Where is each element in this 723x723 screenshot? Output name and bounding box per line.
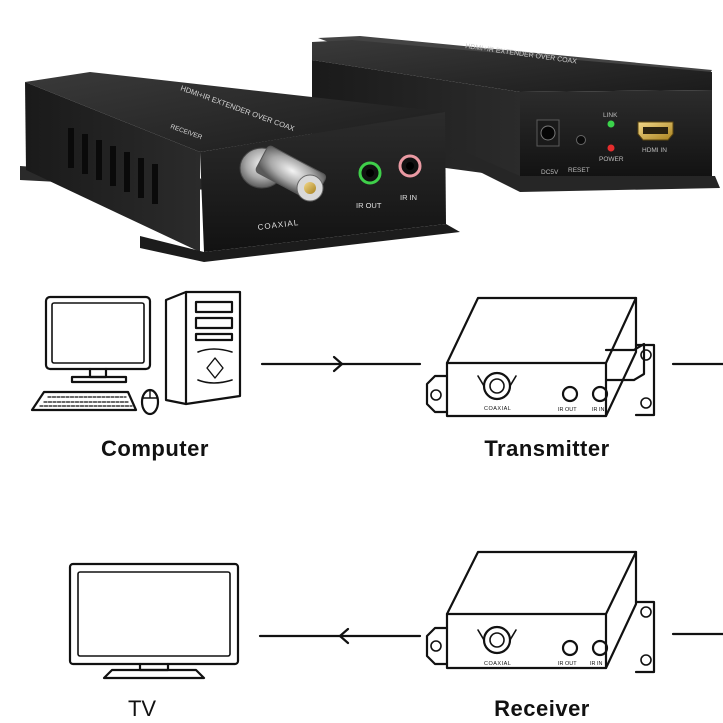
computer-tower-icon [164, 290, 242, 406]
reset-button [576, 135, 586, 145]
receiver-coaxial-label: COAXIAL [484, 661, 511, 667]
ir-out-label: IR OUT [356, 201, 382, 210]
vent-slots [68, 128, 158, 204]
transmitter-ir-in-label: IR IN [592, 407, 605, 413]
hdmi-port-slot [643, 127, 668, 134]
reset-label: RESET [568, 167, 590, 174]
receiver-device-icon [425, 550, 656, 674]
receiver-ir-out-label: IR OUT [558, 661, 577, 667]
ir-in-label: IR IN [400, 193, 417, 202]
transmitter-ir-out-label: IR OUT [558, 407, 577, 413]
transmitter-top-face [312, 40, 712, 92]
link-led [607, 120, 615, 128]
transmitter-device-icon [425, 296, 656, 418]
bnc-connector [239, 145, 327, 202]
dc5v-label: DC5V [541, 169, 559, 176]
transmitter-front-face [520, 90, 712, 178]
arrow-left-icon [338, 627, 350, 645]
product-photo: HDMI+IR EXTENDER OVER COAX DC5V RESET LI… [20, 36, 720, 262]
computer-caption: Computer [101, 436, 209, 461]
transmitter-coaxial-label: COAXIAL [484, 406, 511, 412]
transmitter-base-flange [448, 148, 720, 192]
receiver-ir-in-label: IR IN [590, 661, 603, 667]
receiver-unit-photo: HDMI+IR EXTENDER OVER COAX RECEIVER COAX… [20, 72, 460, 262]
transmitter-caption: Transmitter [484, 436, 610, 461]
computer-monitor-icon [44, 295, 152, 384]
keyboard-icon [30, 390, 138, 412]
receiver-caption: Receiver [494, 696, 590, 721]
receiver-base-flange [140, 224, 460, 262]
tv-caption: TV [127, 696, 157, 721]
transmitter-unit-photo: HDMI+IR EXTENDER OVER COAX DC5V RESET LI… [312, 36, 720, 192]
hdmi-in-label: HDMI IN [642, 147, 667, 154]
tv-icon [68, 562, 240, 680]
power-led [607, 144, 615, 152]
connection-diagram: COAXIAL IR OUT IR IN COAXIAL IR OUT IR I… [30, 290, 723, 680]
mouse-icon [140, 388, 160, 416]
dc-jack-hole [540, 125, 556, 141]
link-label: LINK [603, 112, 618, 119]
arrow-right-icon [332, 355, 344, 373]
receiver-top-face [25, 72, 445, 152]
power-label: POWER [599, 156, 624, 163]
